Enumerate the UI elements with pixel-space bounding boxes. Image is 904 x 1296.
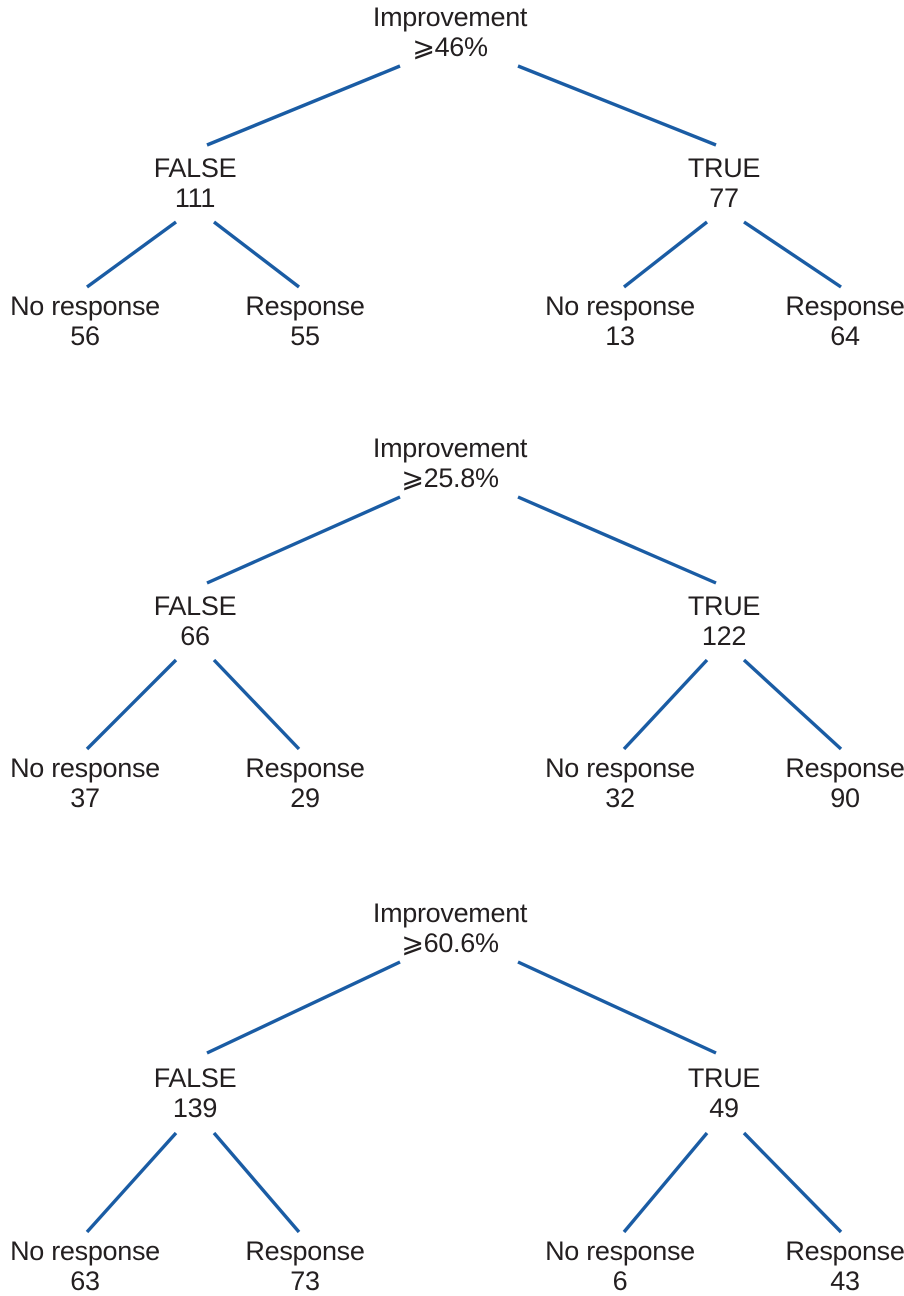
edge-false-noresponse: [85, 658, 178, 751]
edge-false-response: [212, 1131, 301, 1234]
edge-false-noresponse: [85, 1131, 178, 1234]
leaf-node-response: Response 90: [785, 753, 904, 813]
edge-false-response: [212, 658, 301, 751]
leaf-label: Response: [785, 753, 904, 783]
edge-root-false: [206, 64, 401, 147]
false-branch-node: FALSE 111: [154, 153, 237, 213]
edge-root-false: [206, 960, 401, 1055]
root-threshold-label: ⩾60.6%: [401, 928, 499, 958]
root-variable-label: Improvement: [372, 898, 528, 928]
root-node: Improvement ⩾25.8%: [372, 433, 528, 493]
branch-label: FALSE: [153, 153, 237, 183]
leaf-count: 56: [70, 321, 100, 351]
leaf-label: Response: [785, 1236, 904, 1266]
root-node: Improvement ⩾46%: [372, 2, 528, 62]
edge-false-noresponse: [85, 220, 178, 289]
edge-root-false: [206, 495, 401, 585]
root-variable-label: Improvement: [372, 2, 528, 32]
leaf-label: Response: [785, 291, 904, 321]
true-branch-node: TRUE 77: [687, 153, 761, 213]
leaf-count: 64: [830, 321, 860, 351]
edge-true-noresponse: [622, 220, 709, 289]
leaf-node-no-response: No response 56: [10, 291, 160, 351]
false-branch-node: FALSE 66: [154, 591, 237, 651]
leaf-label: Response: [245, 291, 365, 321]
true-branch-node: TRUE 49: [687, 1063, 761, 1123]
branch-label: TRUE: [687, 153, 761, 183]
leaf-label: No response: [545, 1236, 695, 1266]
root-variable-label: Improvement: [372, 433, 528, 463]
edge-true-response: [743, 220, 842, 289]
leaf-label: No response: [545, 291, 695, 321]
root-threshold-label: ⩾25.8%: [401, 463, 499, 493]
leaf-label: Response: [245, 1236, 365, 1266]
leaf-count: 55: [290, 321, 320, 351]
edge-root-true: [517, 960, 717, 1055]
leaf-count: 32: [605, 783, 635, 813]
branch-count: 139: [172, 1093, 218, 1123]
leaf-node-response: Response 55: [245, 291, 364, 351]
edge-true-noresponse: [622, 1131, 709, 1234]
leaf-count: 6: [612, 1266, 628, 1296]
edge-root-true: [517, 64, 717, 147]
leaf-label: No response: [10, 1236, 160, 1266]
leaf-node-response: Response 29: [245, 753, 364, 813]
leaf-node-response: Response 64: [785, 291, 904, 351]
edge-true-response: [742, 1131, 843, 1234]
leaf-node-no-response: No response 32: [545, 753, 695, 813]
branch-label: TRUE: [687, 591, 761, 621]
leaf-label: No response: [545, 753, 695, 783]
leaf-count: 37: [70, 783, 100, 813]
leaf-label: Response: [245, 753, 365, 783]
leaf-node-no-response: No response 13: [545, 291, 695, 351]
leaf-count: 63: [70, 1266, 100, 1296]
leaf-count: 73: [290, 1266, 320, 1296]
branch-count: 77: [709, 183, 739, 213]
leaf-node-response: Response 43: [785, 1236, 904, 1296]
edge-true-noresponse: [622, 658, 709, 751]
leaf-count: 90: [830, 783, 860, 813]
leaf-count: 43: [830, 1266, 860, 1296]
leaf-node-no-response: No response 37: [10, 753, 160, 813]
branch-count: 122: [701, 621, 747, 651]
edge-root-true: [517, 495, 717, 585]
true-branch-node: TRUE 122: [687, 591, 761, 651]
branch-count: 49: [709, 1093, 739, 1123]
root-threshold-label: ⩾46%: [412, 32, 488, 62]
edge-false-response: [212, 220, 301, 289]
leaf-node-no-response: No response 6: [545, 1236, 695, 1296]
edge-true-response: [742, 658, 843, 751]
branch-count: 111: [174, 183, 216, 213]
leaf-node-response: Response 73: [245, 1236, 364, 1296]
leaf-count: 29: [290, 783, 320, 813]
branch-count: 66: [180, 621, 210, 651]
leaf-node-no-response: No response 63: [10, 1236, 160, 1296]
branch-label: TRUE: [687, 1063, 761, 1093]
branch-label: FALSE: [153, 1063, 237, 1093]
false-branch-node: FALSE 139: [154, 1063, 237, 1123]
leaf-label: No response: [10, 291, 160, 321]
leaf-label: No response: [10, 753, 160, 783]
root-node: Improvement ⩾60.6%: [372, 898, 528, 958]
leaf-count: 13: [605, 321, 635, 351]
branch-label: FALSE: [153, 591, 237, 621]
